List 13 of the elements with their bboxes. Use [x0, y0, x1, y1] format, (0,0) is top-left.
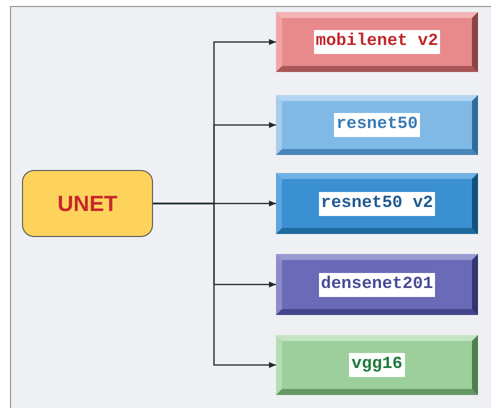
node-label: densenet201	[318, 272, 436, 296]
beveled-box	[276, 173, 478, 234]
node-label: vgg16	[349, 353, 404, 377]
node-label: UNET	[58, 190, 118, 218]
beveled-box	[276, 254, 478, 315]
beveled-box	[276, 335, 478, 395]
node-label: resnet50	[334, 113, 420, 137]
beveled-box	[276, 12, 478, 72]
node-label: mobilenet v2	[314, 30, 440, 54]
rounded-box	[22, 170, 153, 237]
beveled-box	[276, 95, 478, 155]
connector-arrow	[153, 202, 276, 368]
node-label: resnet50 v2	[318, 192, 436, 216]
